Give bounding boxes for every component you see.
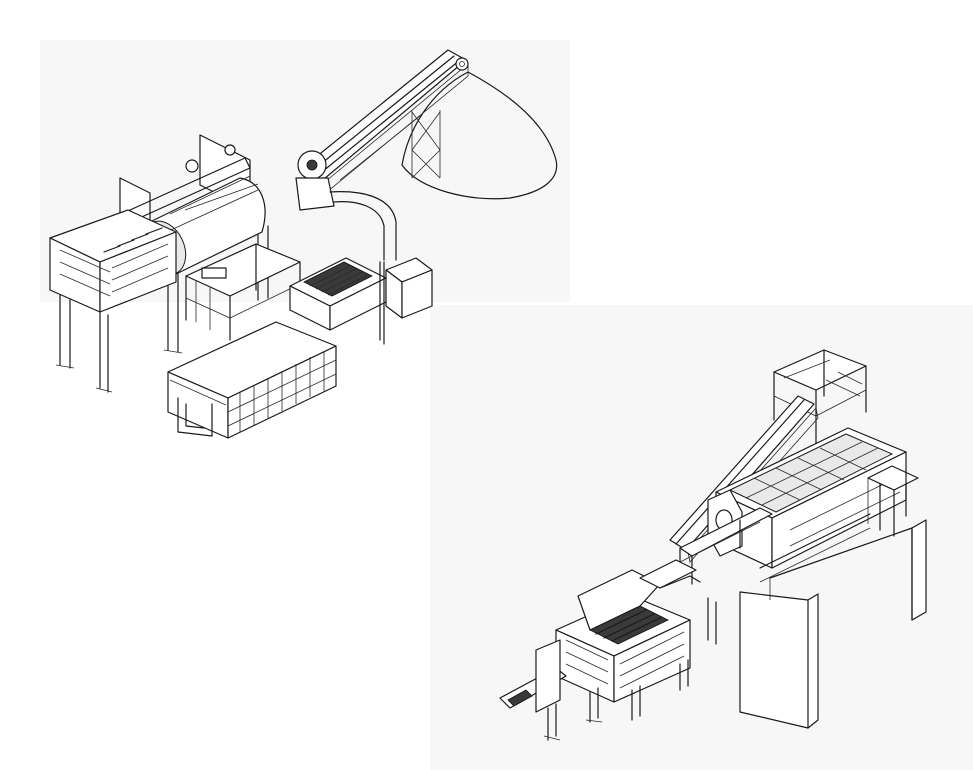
front-discharge-belt (499, 639, 603, 741)
chute-pipe (329, 191, 397, 261)
side-discharge (867, 465, 919, 537)
screen-box (289, 257, 387, 345)
discharge-bin (385, 257, 433, 319)
service-platform (185, 243, 301, 341)
roll-off-container (167, 321, 337, 439)
retaining-walls (739, 519, 927, 729)
shredder-unit (555, 559, 701, 721)
screen-machine (707, 427, 907, 569)
support-tower (773, 349, 867, 445)
feed-hopper (49, 209, 177, 313)
material-pile (401, 71, 558, 200)
conveyor-drive-motor (295, 150, 335, 211)
figure-shredder-line (499, 349, 927, 741)
figure-trommel-plant (49, 49, 558, 439)
long-incline-conveyor (669, 395, 819, 563)
